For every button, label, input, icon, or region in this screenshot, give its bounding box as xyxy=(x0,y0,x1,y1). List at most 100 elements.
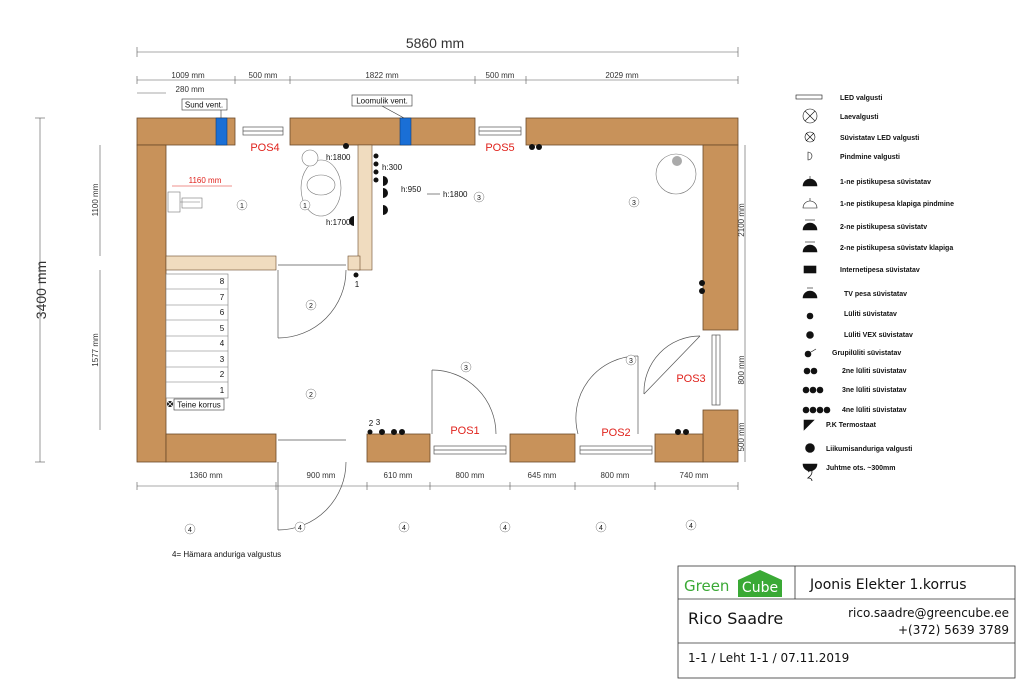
toilet-icon xyxy=(300,149,342,217)
legend-item: 2-ne pistikupesa süvistatv klapiga xyxy=(840,245,953,252)
teine-korrus-box xyxy=(173,398,225,411)
top-dim-label: 500 mm xyxy=(486,71,515,80)
bottom-dim-label: 645 mm xyxy=(528,471,557,480)
pos-label: POS2 xyxy=(601,427,630,439)
left-dimensions: 1100 mm 1577 mm xyxy=(91,183,100,366)
legend-item: Liikumisanduriga valgusti xyxy=(826,446,912,453)
stair-number: 8 xyxy=(220,277,225,286)
round-tub-icon xyxy=(655,153,697,195)
teine-korrus-label: Teine korrus xyxy=(177,401,221,410)
staircase xyxy=(165,273,229,399)
partition-walls xyxy=(165,144,373,271)
vent-label: Sund vent. xyxy=(185,101,223,110)
stair-number: 1 xyxy=(220,386,225,395)
position-labels: POS4 POS5 POS1 POS2 POS3 xyxy=(250,142,705,439)
height-label: h:1700 xyxy=(326,218,351,227)
legend-item: Laevalgusti xyxy=(840,114,879,121)
sheet-info: 1-1 / Leht 1-1 / 07.11.2019 xyxy=(688,651,849,665)
vent-forced xyxy=(215,117,228,146)
light-label: 4 xyxy=(503,525,507,532)
legend-icons xyxy=(795,94,831,472)
legend-item: 4ne lüliti süvistatav xyxy=(842,407,907,414)
top-dimensions: 1009 mm 500 mm 1822 mm 500 mm 2029 mm 28… xyxy=(171,71,639,94)
right-dim-label: 500 mm xyxy=(737,422,746,451)
light-label: 4 xyxy=(689,523,693,530)
left-dim-label: 1577 mm xyxy=(91,333,100,367)
doors xyxy=(277,264,701,531)
bottom-dim-label: 610 mm xyxy=(384,471,413,480)
stair-numbers: 8 7 6 5 4 3 2 1 xyxy=(220,277,225,395)
greencube-logo: Green Cube xyxy=(684,570,782,597)
top-sub-dim-label: 280 mm xyxy=(176,85,205,94)
light-label: 3 xyxy=(477,195,481,202)
vent-label-box xyxy=(181,98,228,111)
footnote: 4= Hämara anduriga valgustus xyxy=(172,550,281,559)
bottom-dim-label: 1360 mm xyxy=(189,471,223,480)
stair-number: 7 xyxy=(220,293,225,302)
total-height-label: 3400 mm xyxy=(33,261,49,319)
point-label: 1 xyxy=(355,280,360,289)
light-label: 2 xyxy=(309,392,313,399)
light-label: 1 xyxy=(303,203,307,210)
legend-item: P.K Termostaat xyxy=(826,422,877,429)
sink-icon xyxy=(167,191,203,213)
stair-number: 6 xyxy=(220,308,225,317)
legend-item: TV pesa süvistatav xyxy=(844,291,907,298)
legend-item: Juhtme ots. ~300mm xyxy=(826,465,895,472)
pos-label: POS4 xyxy=(250,142,279,154)
light-label: 4 xyxy=(188,527,192,534)
height-label: h:300 xyxy=(382,163,403,172)
legend-item: Grupilüliti süvistatav xyxy=(832,350,901,357)
bottom-dim-label: 800 mm xyxy=(601,471,630,480)
vent-natural xyxy=(399,117,412,146)
light-label: 2 xyxy=(309,303,313,310)
pos-label: POS5 xyxy=(485,142,514,154)
light-label: 1 xyxy=(240,203,244,210)
legend-item: Süvistatav LED valgusti xyxy=(840,135,919,142)
top-dim-label: 500 mm xyxy=(249,71,278,80)
legend-item: Pindmine valgusti xyxy=(840,154,900,161)
legend-item: 1-ne pistikupesa klapiga pindmine xyxy=(840,201,954,208)
top-dim-label: 1009 mm xyxy=(171,71,205,80)
vex-switch-icon xyxy=(167,401,173,407)
drawing-title: Joonis Elekter 1.korrus xyxy=(809,577,967,593)
light-label: 4 xyxy=(298,525,302,532)
title-block: Green Cube Joonis Elekter 1.korrus Rico … xyxy=(677,565,1016,679)
top-dim-label: 2029 mm xyxy=(605,71,639,80)
legend-item: 2-ne pistikupesa süvistatv xyxy=(840,224,927,231)
height-label: h:950 xyxy=(401,185,422,194)
author-email: rico.saadre@greencube.ee xyxy=(848,606,1009,620)
stair-number: 3 xyxy=(220,355,225,364)
legend-item: LED valgusti xyxy=(840,95,882,102)
red-dimension-label: 1160 mm xyxy=(189,176,222,185)
right-dim-label: 800 mm xyxy=(737,355,746,384)
right-dim-label: 2100 mm xyxy=(737,203,746,237)
vent-label: Loomulik vent. xyxy=(356,97,408,106)
wire-end-icon xyxy=(806,470,813,482)
total-width-label: 5860 mm xyxy=(406,35,464,51)
stair-number: 5 xyxy=(220,324,225,333)
stair-number: 2 xyxy=(220,370,225,379)
height-label: h:1800 xyxy=(326,153,351,162)
windows xyxy=(242,126,721,455)
bottom-dim-label: 800 mm xyxy=(456,471,485,480)
light-marker-labels: 1 1 2 2 3 3 3 3 4 4 4 4 4 4 xyxy=(188,195,693,534)
left-dim-label: 1100 mm xyxy=(91,183,100,216)
light-label: 4 xyxy=(402,525,406,532)
author-phone: +(372) 5639 3789 xyxy=(898,623,1009,637)
pos-label: POS3 xyxy=(676,373,705,385)
light-label: 3 xyxy=(632,200,636,207)
legend-item: 1-ne pistikupesa süvistatav xyxy=(840,179,931,186)
light-markers xyxy=(184,191,697,535)
light-label: 4 xyxy=(599,525,603,532)
pos-label: POS1 xyxy=(450,425,479,437)
height-label: h:1800 xyxy=(443,190,468,199)
bottom-dim-label: 900 mm xyxy=(307,471,336,480)
electrical-symbols xyxy=(343,143,705,435)
vent-label-box xyxy=(351,94,413,107)
legend-item: Lüliti VEX süvistatav xyxy=(844,332,913,339)
legend-item: Internetipesa süvistatav xyxy=(840,267,920,274)
point-label: 3 xyxy=(376,418,381,427)
author-name: Rico Saadre xyxy=(688,609,783,628)
